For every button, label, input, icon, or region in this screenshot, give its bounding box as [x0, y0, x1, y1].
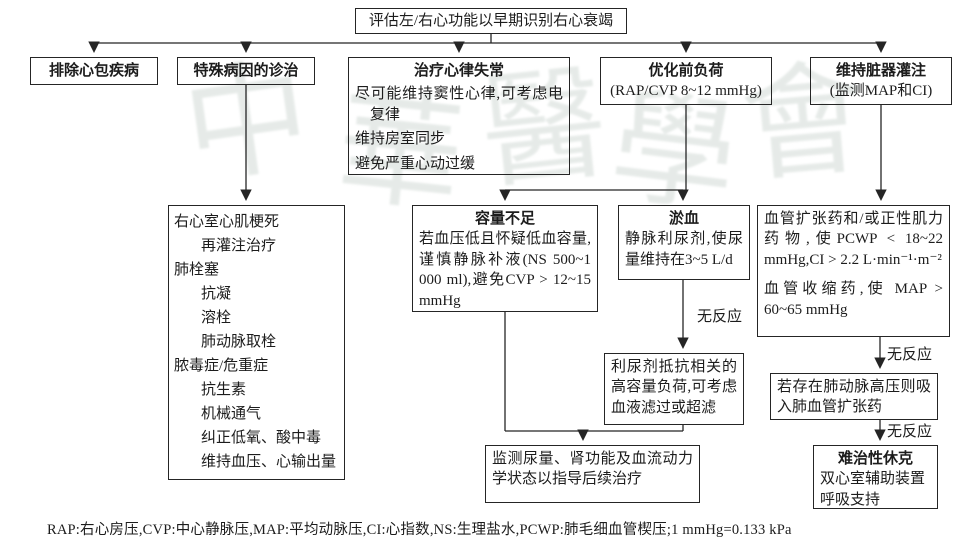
branch-special-etiology: 特殊病因的诊治 — [177, 57, 315, 85]
branch-arrhythmia: 治疗心律失常 尽可能维持窦性心律,可考虑电复律 维持房室同步 避免严重心动过缓 — [348, 57, 570, 175]
branch-title: 维持脏器灌注 — [835, 62, 926, 79]
list-item: 脓毒症/危重症 — [174, 358, 269, 374]
diuretic-resistance-box: 利尿剂抵抗相关的高容量负荷,可考虑血液滤过或超滤 — [604, 353, 744, 425]
branch-title: 治疗心律失常 — [413, 62, 504, 79]
branch-title: 排除心包疾病 — [48, 62, 139, 79]
monitor-box: 监测尿量、肾功能及血流动力学状态以指导后续治疗 — [485, 445, 700, 503]
box-title: 淤血 — [668, 210, 699, 227]
root-label: 评估左/右心功能以早期识别右心衰竭 — [368, 13, 614, 29]
volume-depletion-box: 容量不足 若血压低且怀疑低血容量,谨慎静脉补液(NS 500~1 000 ml)… — [412, 205, 598, 312]
arrhythmia-line: 避免严重心动过缓 — [355, 155, 476, 172]
branch-subtitle: (监测MAP和CI) — [829, 83, 933, 100]
list-item: 抗凝 — [201, 286, 232, 302]
list-item: 右心室心肌梗死 — [174, 214, 280, 230]
box-text: 监测尿量、肾功能及血流动力学状态以指导后续治疗 — [492, 451, 693, 488]
box-text: 若血压低且怀疑低血容量,谨慎静脉补液(NS 500~1 000 ml),避免CV… — [419, 231, 591, 309]
box-text: 血管扩张药和/或正性肌力药物,使PCWP < 18~22 mmHg,CI > 2… — [764, 211, 943, 268]
box-text: 利尿剂抵抗相关的高容量负荷,可考虑血液滤过或超滤 — [611, 359, 737, 416]
branch-title: 特殊病因的诊治 — [193, 62, 299, 79]
no-response-label: 无反应 — [887, 347, 933, 363]
list-item: 溶栓 — [201, 310, 232, 326]
perfusion-drugs-box: 血管扩张药和/或正性肌力药物,使PCWP < 18~22 mmHg,CI > 2… — [757, 205, 950, 337]
pulmonary-htn-box: 若存在肺动脉高压则吸入肺血管扩张药 — [770, 373, 938, 420]
box-text: 静脉利尿剂,使尿量维持在3~5 L/d — [625, 231, 743, 268]
branch-optimize-preload: 优化前负荷 (RAP/CVP 8~12 mmHg) — [600, 57, 772, 105]
box-title: 容量不足 — [474, 210, 535, 227]
congestion-box: 淤血 静脉利尿剂,使尿量维持在3~5 L/d — [618, 205, 750, 280]
no-response-label: 无反应 — [887, 424, 933, 440]
no-response-label: 无反应 — [697, 309, 743, 325]
refractory-shock-box: 难治性休克 双心室辅助装置 呼吸支持 — [813, 445, 938, 509]
branch-organ-perfusion: 维持脏器灌注 (监测MAP和CI) — [810, 57, 952, 105]
list-item: 肺动脉取栓 — [201, 334, 277, 350]
arrhythmia-line: 维持房室同步 — [355, 131, 446, 148]
list-item: 机械通气 — [201, 406, 262, 422]
box-text: 呼吸支持 — [820, 491, 881, 508]
box-title: 难治性休克 — [837, 450, 913, 467]
root-box: 评估左/右心功能以早期识别右心衰竭 — [355, 8, 627, 34]
abbreviation-footnote: RAP:右心房压,CVP:中心静脉压,MAP:平均动脉压,CI:心指数,NS:生… — [47, 522, 792, 538]
branch-title: 优化前负荷 — [648, 62, 724, 79]
list-item: 抗生素 — [201, 382, 247, 398]
box-text: 血管收缩药,使 MAP > 60~65 mmHg — [764, 281, 943, 318]
list-item: 纠正低氧、酸中毒 — [201, 430, 322, 446]
etiology-list-box: 右心室心肌梗死 再灌注治疗 肺栓塞 抗凝 溶栓 肺动脉取栓 脓毒症/危重症 抗生… — [168, 205, 345, 480]
list-item: 肺栓塞 — [174, 262, 220, 278]
list-item: 再灌注治疗 — [201, 238, 277, 254]
box-text: 若存在肺动脉高压则吸入肺血管扩张药 — [777, 379, 931, 416]
list-item: 维持血压、心输出量 — [201, 454, 337, 470]
branch-subtitle: (RAP/CVP 8~12 mmHg) — [610, 83, 762, 100]
arrhythmia-line: 尽可能维持窦性心律,可考虑电复律 — [355, 86, 563, 123]
branch-exclude-pericardial: 排除心包疾病 — [30, 57, 158, 85]
box-text: 双心室辅助装置 — [820, 471, 926, 488]
